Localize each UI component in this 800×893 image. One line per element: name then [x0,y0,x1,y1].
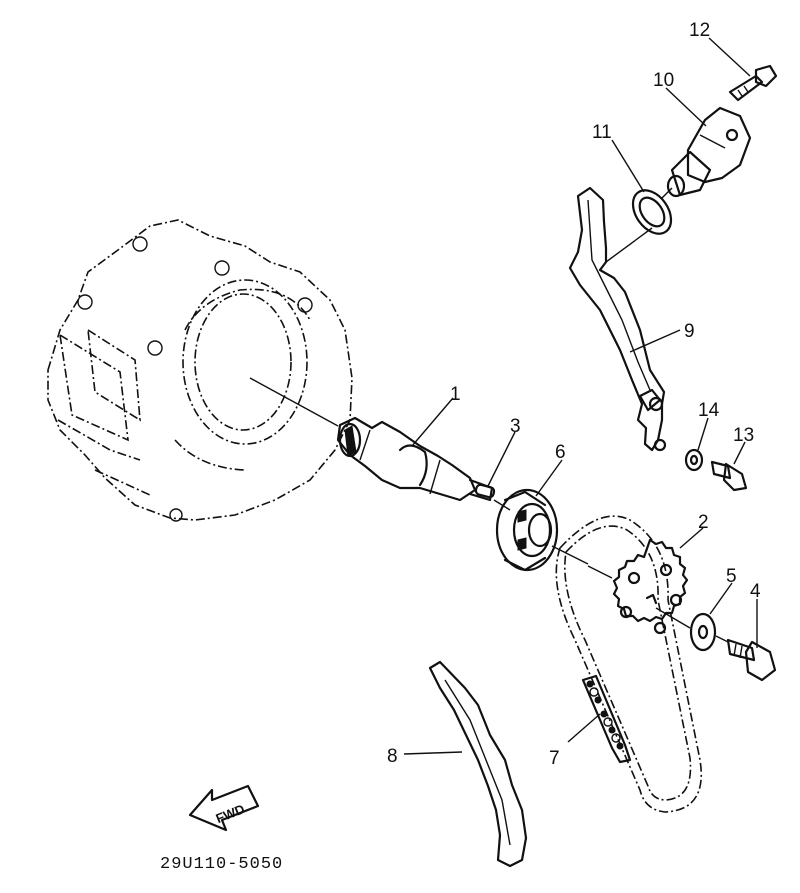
callout-5: 5 [726,566,737,587]
callout-9: 9 [684,321,695,342]
callout-8: 8 [387,746,398,767]
cam-chain-segment [581,674,632,764]
cam-sprocket [612,538,689,635]
callout-numbers: 1 2 3 4 5 6 7 8 9 10 11 12 13 14 [387,20,761,769]
timing-chain-loop [555,515,702,813]
dowel-pin [474,483,496,499]
chain-guide [428,660,528,868]
camshaft-bearing [495,488,559,572]
tensioner-assembly [666,106,752,198]
o-ring-gasket [631,189,673,235]
callout-3: 3 [510,416,521,437]
camshaft [336,416,494,502]
cylinder-head [47,219,353,522]
callout-1: 1 [450,384,461,405]
tensioner-bolt [728,64,778,102]
callout-4: 4 [750,581,761,602]
callout-6: 6 [555,442,566,463]
callout-11: 11 [592,122,612,143]
assembly-axis-lines [249,187,729,643]
callout-14: 14 [698,400,720,421]
sprocket-bolt [726,638,777,682]
tensioner-guide [568,186,667,452]
washer [689,612,717,652]
callout-13: 13 [733,425,754,446]
guide-bolt [710,460,748,492]
callout-12: 12 [689,20,710,41]
callout-7: 7 [549,748,560,769]
forward-arrow-icon: FWD [188,784,260,832]
guide-washer [684,448,704,472]
callout-10: 10 [653,70,674,91]
fwd-label: FWD [214,801,247,826]
figure-code: 29U110-5050 [160,855,283,874]
callout-leaders [403,37,758,755]
callout-2: 2 [698,512,709,533]
